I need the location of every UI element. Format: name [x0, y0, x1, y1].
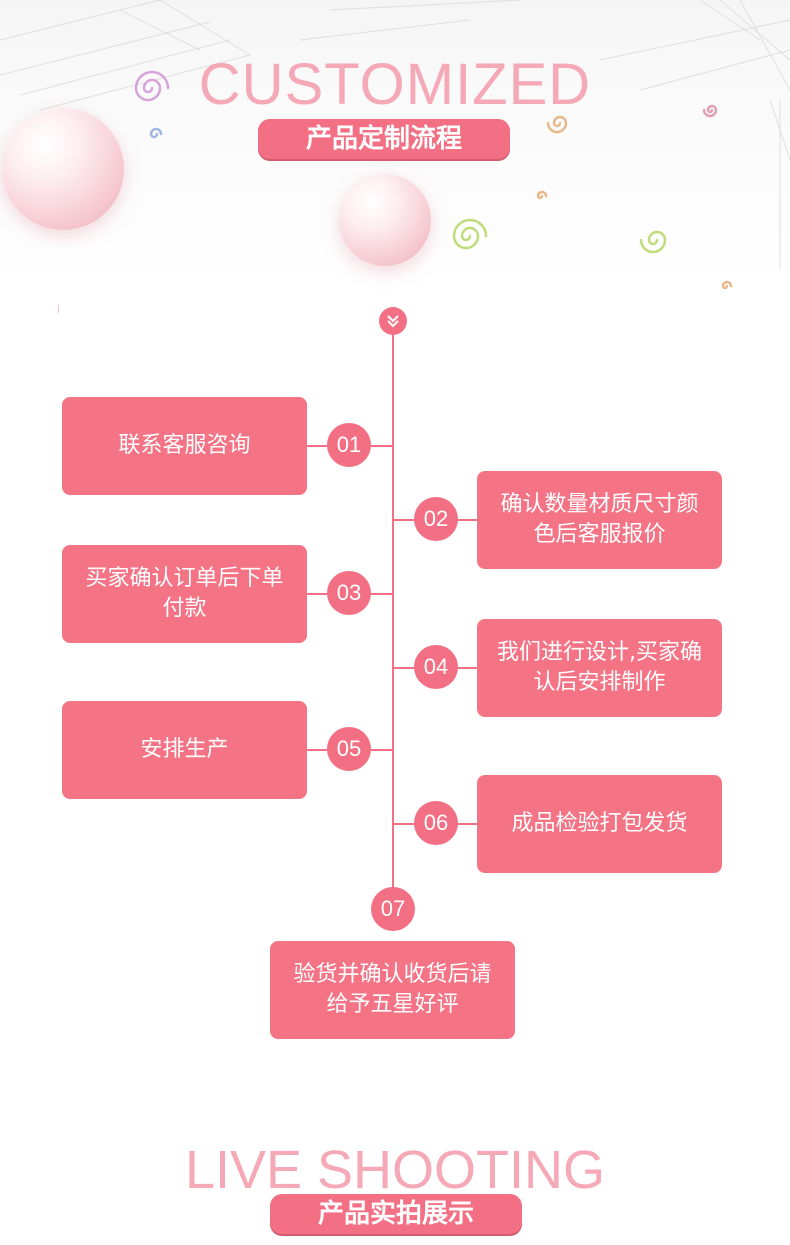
live-shooting-title: LIVE SHOOTING	[184, 1140, 606, 1200]
divider-tick	[58, 305, 59, 313]
step-5-number: 05	[327, 727, 371, 771]
step-7-box: 验货并确认收货后请给予五星好评	[270, 941, 515, 1039]
step-2-number: 02	[414, 497, 458, 541]
pearl-left	[2, 108, 124, 230]
step-5-box: 安排生产	[62, 701, 307, 799]
pearl-center	[339, 174, 431, 266]
step-6-number: 06	[414, 801, 458, 845]
step-3-box: 买家确认订单后下单付款	[62, 545, 307, 643]
hero-banner	[0, 0, 790, 290]
step-4-number: 04	[414, 645, 458, 689]
step-2-box: 确认数量材质尺寸颜色后客服报价	[477, 471, 722, 569]
step-7-number: 07	[371, 887, 415, 931]
step-6-box: 成品检验打包发货	[477, 775, 722, 873]
sketch-background	[0, 0, 790, 290]
live-shooting-pill: 产品实拍展示	[270, 1194, 522, 1234]
process-title-pill: 产品定制流程	[258, 119, 510, 159]
timeline-line	[392, 332, 394, 892]
step-3-number: 03	[327, 571, 371, 615]
customized-title: CUSTOMIZED	[198, 52, 592, 117]
step-1-number: 01	[327, 423, 371, 467]
step-1-box: 联系客服咨询	[62, 397, 307, 495]
chevron-double-down-icon	[379, 307, 407, 335]
step-4-box: 我们进行设计,买家确认后安排制作	[477, 619, 722, 717]
